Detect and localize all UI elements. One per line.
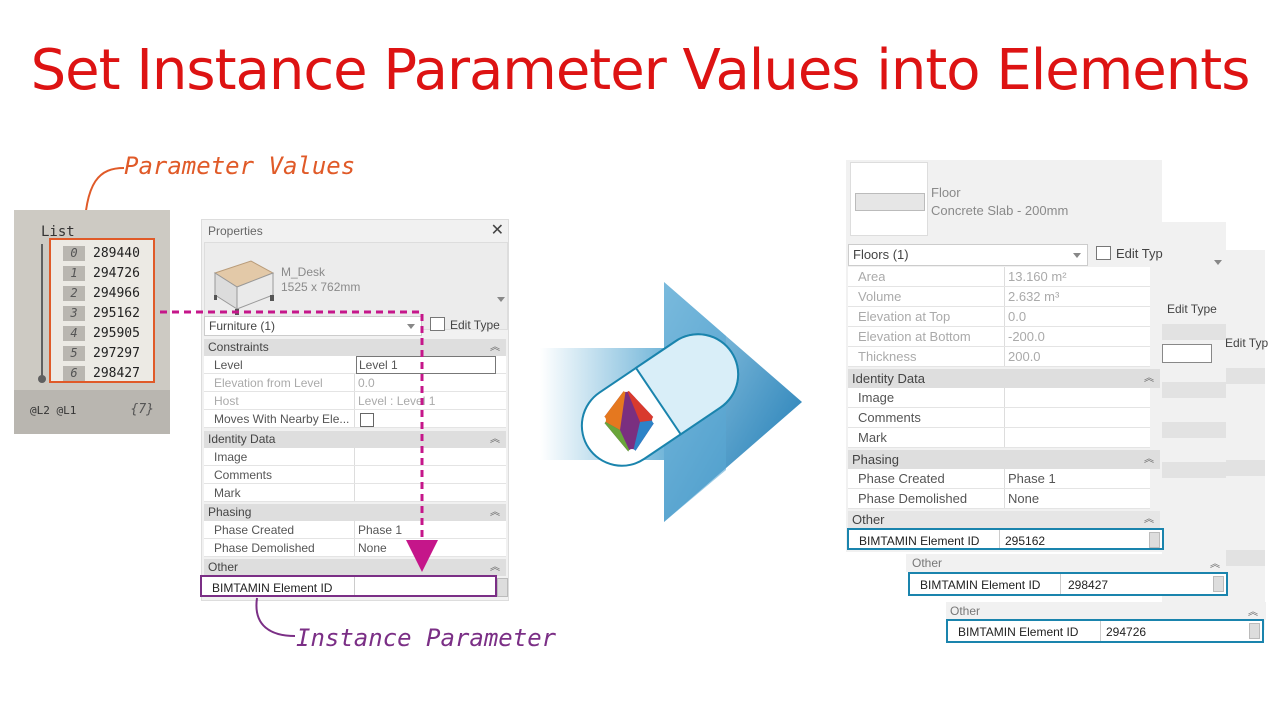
bimtamin-element-id-field[interactable]: BIMTAMIN Element ID (200, 575, 497, 597)
param-row-phase-created[interactable]: Phase Created Phase 1 (204, 521, 506, 539)
floor-type-name: Concrete Slab - 200mm (931, 203, 1069, 218)
level-field[interactable]: Level 1 (356, 356, 496, 374)
param-row-host: Host Level : Level 1 (204, 392, 506, 410)
param-row-elevation: Elevation from Level 0.0 (204, 374, 506, 392)
list-header: List (41, 224, 75, 240)
section-identity-data[interactable]: Identity Data︽ (204, 431, 506, 448)
category-label: Furniture (1) (209, 319, 276, 333)
floor-row-mark[interactable]: Mark (848, 428, 1150, 448)
section-phasing[interactable]: Phasing︽ (204, 504, 506, 521)
type-selector[interactable]: M_Desk 1525 x 762mm (204, 242, 508, 330)
floor-section-other-2[interactable]: Other ︽ (906, 554, 1226, 572)
chevron-down-icon (1073, 253, 1081, 258)
result-element-id-295162[interactable]: BIMTAMIN Element ID 295162 (847, 528, 1164, 550)
floor-section-other-3[interactable]: Other ︽ (946, 602, 1266, 620)
list-levels[interactable]: @L2 @L1 (30, 404, 77, 417)
scrollbar-thumb[interactable] (1149, 532, 1160, 548)
floor-section-phasing[interactable]: Phasing︽ (848, 450, 1160, 469)
page-title: Set Instance Parameter Values into Eleme… (30, 38, 1251, 103)
properties-panel: Properties ✕ M_Desk 1525 x 762mm Furnitu… (201, 219, 509, 601)
family-name: M_Desk (281, 265, 326, 279)
mapping-arrow (160, 310, 438, 572)
type-dropdown-icon[interactable] (497, 297, 505, 302)
instance-parameter-leader (255, 597, 296, 637)
floor-row-image[interactable]: Image (848, 388, 1150, 408)
chevron-down-icon (407, 324, 415, 329)
edit-type-button-back-2[interactable]: Edit Typ (1225, 336, 1269, 350)
floor-row-comments[interactable]: Comments (848, 408, 1150, 428)
edit-type-button-back-1[interactable]: Edit Type (1167, 302, 1217, 316)
list-count: {7} (130, 402, 154, 417)
floor-section-other[interactable]: Other︽ (848, 511, 1160, 528)
param-row-moves: Moves With Nearby Ele... (204, 410, 506, 428)
close-icon[interactable]: ✕ (490, 222, 504, 239)
collapse-icon: ︽ (490, 342, 500, 353)
scrollbar-thumb[interactable] (497, 578, 508, 597)
param-row-image[interactable]: Image (204, 448, 506, 466)
floor-edit-type-button[interactable]: Edit Typ (1096, 246, 1163, 261)
section-constraints[interactable]: Constraints︽ (204, 339, 506, 356)
floor-slab-icon (855, 193, 925, 211)
desk-thumbnail-icon (213, 260, 275, 315)
parameter-values-label: Parameter Values (124, 152, 356, 180)
dynamo-logo-icon (598, 384, 660, 457)
list-footer: @L2 @L1 {7} (14, 390, 170, 434)
type-dropdown-icon[interactable] (1214, 260, 1222, 265)
floor-section-identity[interactable]: Identity Data︽ (848, 369, 1160, 388)
result-element-id-294726[interactable]: BIMTAMIN Element ID 294726 (946, 619, 1264, 643)
floor-category-selector[interactable]: Floors (1) (848, 244, 1088, 266)
instance-parameter-label: Instance Parameter (296, 624, 557, 652)
process-arrow-graphic (540, 282, 802, 522)
floor-properties-panel: Floor Concrete Slab - 200mm Floors (1) E… (846, 160, 1163, 552)
type-name: 1525 x 762mm (281, 280, 361, 294)
section-other[interactable]: Other︽ (204, 559, 506, 576)
edit-type-button[interactable]: Edit Type (430, 317, 500, 332)
floor-family-name: Floor (931, 185, 961, 200)
edit-type-icon (1096, 246, 1111, 260)
floor-thumbnail (850, 162, 928, 236)
result-element-id-298427[interactable]: BIMTAMIN Element ID 298427 (908, 572, 1228, 596)
scrollbar-thumb[interactable] (1249, 623, 1260, 639)
floor-panel-back-1: Edit Type (1162, 222, 1226, 602)
edit-type-icon (430, 317, 445, 331)
param-row-mark[interactable]: Mark (204, 484, 506, 502)
floor-row-elevation-bottom: Elevation at Bottom-200.0 (848, 327, 1150, 347)
param-row-level: Level Level 1 (204, 356, 506, 374)
list-level-dot (38, 375, 46, 383)
moves-checkbox[interactable] (360, 413, 374, 427)
category-selector[interactable]: Furniture (1) (204, 316, 422, 336)
scrollbar-thumb[interactable] (1213, 576, 1224, 592)
param-row-comments[interactable]: Comments (204, 466, 506, 484)
properties-title: Properties (208, 224, 263, 238)
list-level-line (41, 244, 43, 378)
